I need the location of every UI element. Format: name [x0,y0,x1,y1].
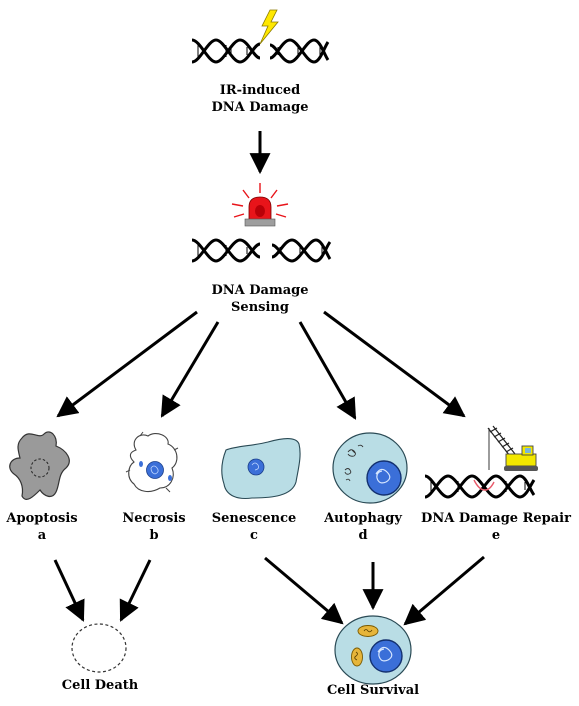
senescent-cell-icon [221,437,301,500]
crane-icon [487,425,538,471]
arrow-sensing-to-necrosis [160,321,220,418]
sensing-line2: Sensing [231,300,289,315]
alarm-siren-icon [231,183,289,227]
ir-damage-label: IR-induced DNA Damage [190,82,330,116]
autophagy-text: Autophagy [324,511,402,526]
surviving-cell-icon [334,615,412,685]
arrow-sensing-to-autophagy [298,321,357,420]
senescence-letter: c [250,528,258,543]
repair-letter: e [491,528,501,543]
autophagy-label: Autophagy d [316,510,410,544]
dna-helix-broken-top [191,38,330,64]
repair-text: DNA Damage Repair [421,511,571,526]
necrosis-letter: b [149,528,159,543]
cell-death-label: Cell Death [50,677,150,694]
dna-helix-broken-sensing [191,238,332,263]
ir-damage-line2: DNA Damage [211,100,309,115]
autophagy-letter: d [358,528,368,543]
cell-survival-text: Cell Survival [326,683,420,698]
apoptosis-letter: a [37,528,47,543]
senescence-text: Senescence [211,511,297,526]
arrow-necrosis-to-death [119,559,152,622]
sensing-label: DNA Damage Sensing [190,282,330,316]
apoptosis-text: Apoptosis [6,511,78,526]
lightning-bolt-icon [259,9,279,45]
arrow-apoptosis-to-death [53,559,85,622]
arrow-sensing-to-apoptosis [56,310,198,418]
dna-helix-repair [424,474,536,499]
apoptotic-cell-icon [9,431,70,500]
necrosis-text: Necrosis [122,511,186,526]
cell-survival-label: Cell Survival [318,682,428,699]
arrow-repair-to-survival [403,555,485,626]
senescence-label: Senescence c [206,510,302,544]
sensing-line1: DNA Damage [211,283,309,298]
necrotic-cell-icon [125,431,179,493]
necrosis-label: Necrosis b [112,510,196,544]
arrow-senescence-to-survival [264,556,344,625]
autophagic-cell-icon [332,432,408,504]
apoptosis-label: Apoptosis a [0,510,84,544]
dead-cell-outline-icon [71,623,127,673]
arrow-sensing-to-repair [323,310,466,418]
repair-label: DNA Damage Repair e [414,510,578,544]
ir-damage-line1: IR-induced [219,83,301,98]
cell-death-text: Cell Death [61,678,139,693]
